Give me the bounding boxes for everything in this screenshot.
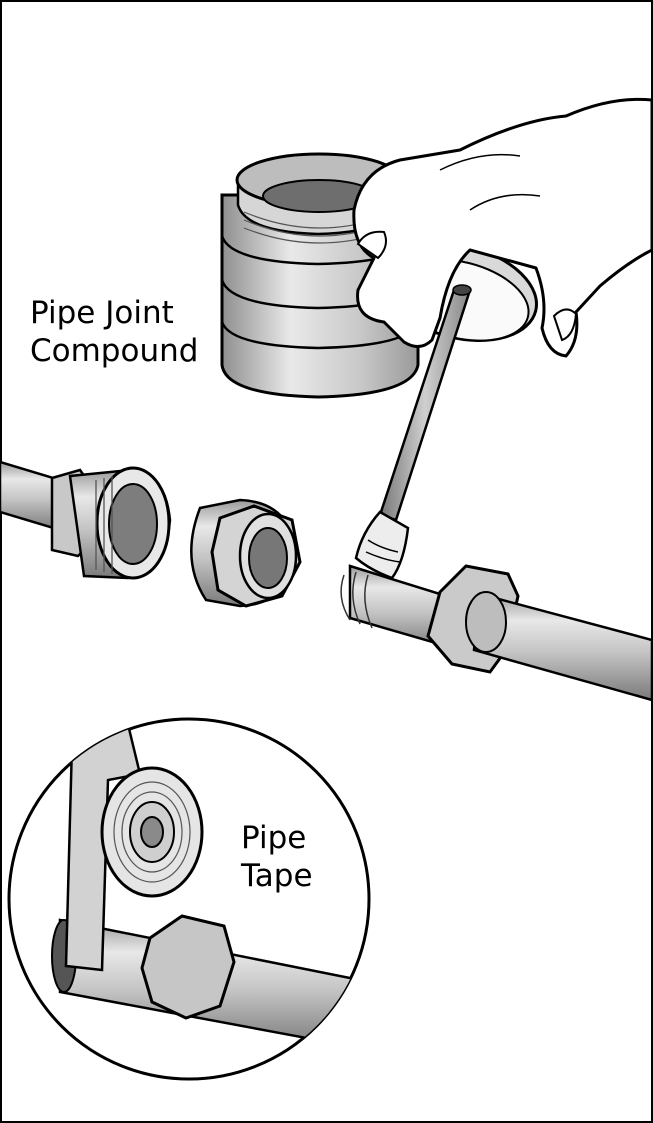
- hand: [352, 97, 653, 358]
- coupling-fitting: [190, 498, 302, 608]
- tape-inset: [7, 717, 371, 1081]
- right-pipe-assembly: [340, 564, 653, 702]
- applicator-brush: [354, 284, 472, 580]
- tape-roll: [100, 766, 204, 898]
- left-pipe-assembly: [0, 460, 172, 580]
- tape-label-line-1: Pipe: [241, 820, 307, 856]
- pipe-joint-compound-label: Pipe Joint Compound: [30, 294, 198, 370]
- compound-label-line-2: Compound: [30, 333, 199, 369]
- tape-label-line-2: Tape: [241, 858, 313, 894]
- pipe-tape-label: Pipe Tape: [241, 819, 313, 895]
- compound-label-line-1: Pipe Joint: [30, 295, 174, 331]
